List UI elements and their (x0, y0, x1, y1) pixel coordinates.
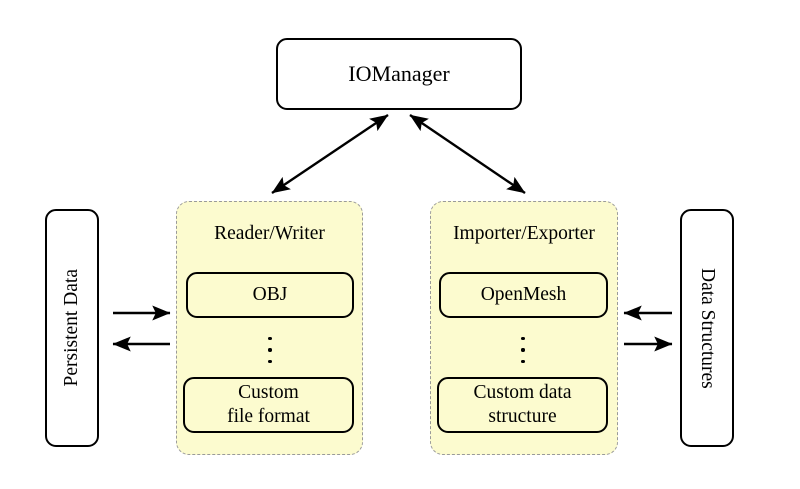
group-importer-exporter-title: Importer/Exporter (453, 223, 595, 244)
node-iomanager[interactable]: IOManager (276, 38, 522, 110)
node-data-structures[interactable]: Data Structures (680, 209, 734, 447)
node-openmesh[interactable]: OpenMesh (439, 272, 608, 318)
node-custom-file-format-label-line1: Custom (238, 382, 299, 404)
node-custom-file-format-label-line2: file format (227, 406, 310, 427)
node-openmesh-label: OpenMesh (480, 284, 567, 306)
node-persistent-data[interactable]: Persistent Data (45, 209, 99, 447)
node-custom-file-format[interactable]: Custom file format (183, 377, 354, 433)
arrow-manager-reader-writer (271, 114, 389, 194)
importer-exporter-ellipsis (515, 337, 531, 363)
reader-writer-ellipsis (262, 337, 278, 363)
node-custom-data-structure-label-line1: Custom data (473, 382, 572, 404)
node-iomanager-label: IOManager (348, 61, 450, 87)
group-reader-writer-title: Reader/Writer (214, 223, 325, 244)
node-obj[interactable]: OBJ (186, 272, 354, 318)
arrow-manager-importer-exporter (409, 114, 526, 194)
node-custom-data-structure-label-line2: structure (488, 406, 557, 427)
node-persistent-data-label: Persistent Data (60, 269, 82, 387)
node-obj-label: OBJ (252, 284, 288, 306)
node-data-structures-label: Data Structures (697, 267, 719, 389)
node-custom-data-structure[interactable]: Custom data structure (437, 377, 608, 433)
